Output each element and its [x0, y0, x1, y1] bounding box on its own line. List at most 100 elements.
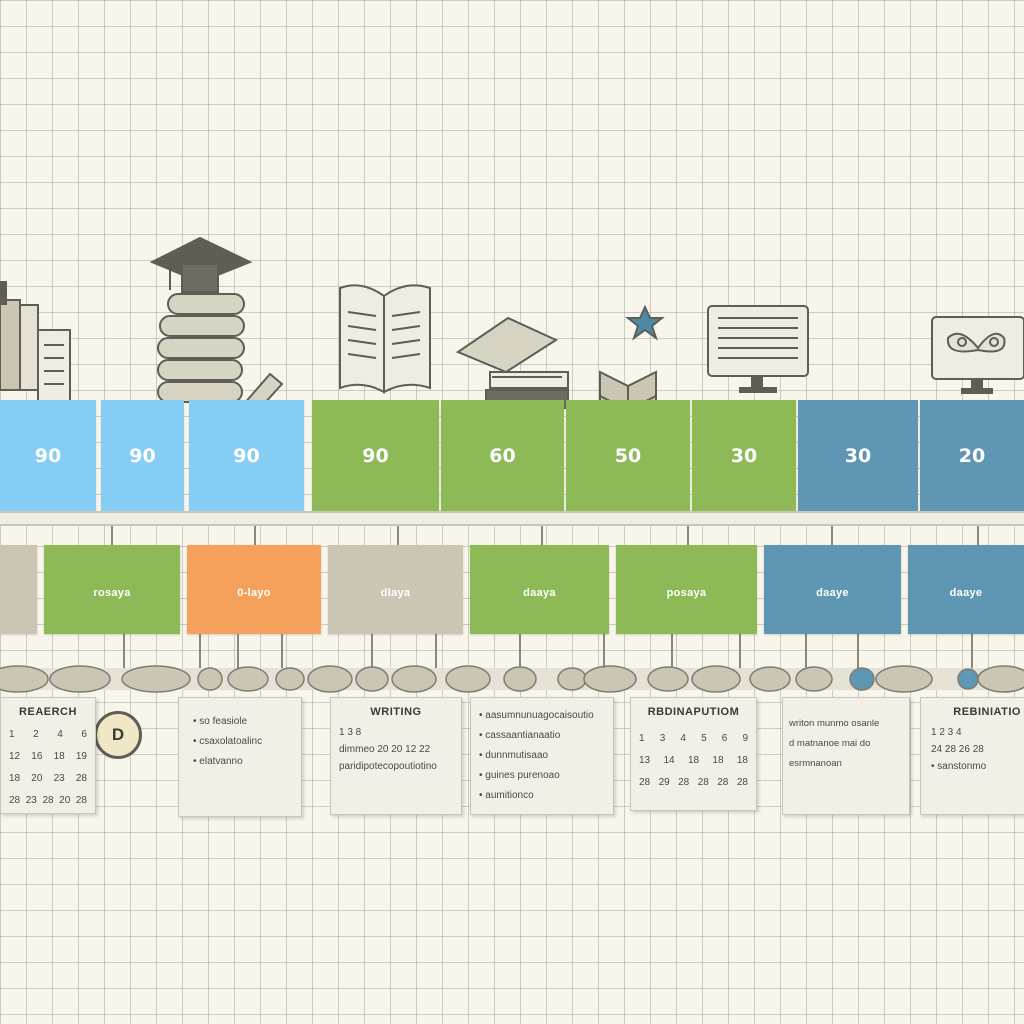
- calendar-cell: 28: [736, 777, 748, 788]
- calendar-cell: 16: [31, 751, 43, 762]
- panel-line: • aumitionco: [479, 790, 534, 801]
- calendar-cell: 28: [9, 795, 21, 806]
- d-badge-letter: D: [111, 725, 125, 744]
- panel-line: • guines purenoao: [479, 770, 560, 781]
- panel-line: • aasumnunuagocaisoutio: [479, 710, 594, 721]
- top-block-value: 90: [34, 445, 62, 467]
- phase-card-label: posaya: [666, 586, 707, 599]
- calendar-cell: 6: [81, 729, 87, 740]
- top-block-value: 90: [129, 445, 156, 467]
- calendar-cell: 29: [658, 777, 670, 788]
- top-block-value: 60: [489, 445, 516, 467]
- calendar-cell: 4: [57, 729, 63, 740]
- phase-card-7: daaye: [764, 545, 901, 634]
- top-block-1: 90: [0, 400, 96, 512]
- panel-line: • sanstonmo: [931, 761, 987, 772]
- calendar-cell: 2: [33, 729, 39, 740]
- calendar-cell: 13: [639, 755, 651, 766]
- closed-books-icon: [455, 316, 569, 409]
- calendar-cell: 3: [659, 733, 666, 744]
- top-block-value: 90: [233, 445, 260, 467]
- phase-card-label: daaye: [949, 586, 983, 599]
- calendar-cell: 6: [721, 733, 728, 744]
- calendar-cell: 12: [9, 751, 21, 762]
- panel-line: 1 2 3 4: [931, 727, 962, 738]
- phase-card-4: dlaya: [328, 545, 463, 634]
- panel-line: • so feasiole: [193, 716, 248, 727]
- panel-line: paridipotecopoutiotino: [339, 761, 437, 772]
- top-block-value: 30: [844, 445, 872, 467]
- panel-line: 1 3 8: [339, 727, 362, 738]
- disk-stack-icon: [157, 293, 245, 403]
- calendar-cell: 18: [736, 755, 748, 766]
- panel-line: dimmeo 20 20 12 22: [339, 744, 431, 755]
- calendar-cell: 28: [75, 773, 87, 784]
- top-block-9: 20: [920, 400, 1024, 512]
- panel-notes-2: • aasumnunuagocaisoutio • cassaantianaat…: [470, 697, 614, 815]
- calendar-cell: 28: [717, 777, 729, 788]
- top-block-2: 90: [101, 400, 184, 512]
- panel-title: RBDINAPUTIOM: [647, 706, 740, 718]
- phase-card-1: [0, 545, 37, 634]
- panel-line: • elatvanno: [193, 756, 243, 767]
- calendar-cell: 28: [75, 795, 87, 806]
- pebble-band: [0, 665, 1024, 693]
- panel-notes-1: • so feasiole • csaxolatoalinc • elatvan…: [178, 697, 302, 817]
- calendar-cell: 18: [712, 755, 724, 766]
- top-block-6: 50: [566, 400, 690, 512]
- calendar-cell: 1: [639, 733, 645, 744]
- panel-line: • csaxolatoalinc: [193, 736, 263, 747]
- calendar-cell: 9: [742, 733, 748, 744]
- star-icon: [625, 304, 665, 341]
- panel-line: d matnanoe mai do: [789, 738, 871, 749]
- calendar-cell: 4: [680, 733, 686, 744]
- phase-card-5: daaya: [470, 545, 609, 634]
- phase-card-3: 0-layo: [187, 545, 321, 634]
- phase-card-label: dlaya: [380, 586, 411, 599]
- panel-line: writon munmo osanle: [789, 718, 880, 729]
- phase-card-label: daaye: [816, 586, 849, 599]
- panel-line: • cassaantianaatio: [479, 730, 561, 741]
- graduation-cap-icon: [149, 236, 253, 293]
- calendar-cell: 18: [687, 755, 700, 766]
- phase-card-2: rosaya: [44, 545, 180, 634]
- calendar-cell: 20: [59, 795, 71, 806]
- calendar-cell: 28: [678, 777, 690, 788]
- top-block-value: 30: [730, 445, 758, 467]
- phase-card-label: daaya: [523, 586, 556, 599]
- panel-line: esrmnanoan: [789, 758, 842, 769]
- timeline-rail: [0, 511, 1024, 526]
- panel-line: • dunnmutisaao: [479, 750, 549, 761]
- panel-writing: WRITING 1 3 8 dimmeo 20 20 12 22 paridip…: [330, 697, 462, 815]
- calendar-cell: 14: [663, 755, 675, 766]
- panel-revision: REBINIATIO 1 2 3 4 24 28 26 28 • sanston…: [920, 697, 1024, 815]
- d-badge-icon: D: [94, 711, 142, 759]
- calendar-cell: 18: [9, 773, 21, 784]
- top-block-8: 30: [798, 400, 918, 512]
- calendar-cell: 1: [9, 729, 15, 740]
- calendar-cell: 18: [53, 751, 65, 762]
- phase-card-label: rosaya: [93, 586, 131, 599]
- top-block-4: 90: [312, 400, 439, 512]
- top-block-3: 90: [189, 400, 304, 512]
- monitor-butterfly-icon: [931, 316, 1024, 394]
- panel-line: 24 28 26 28: [931, 744, 984, 755]
- top-block-5: 60: [441, 400, 564, 512]
- calendar-cell: 28: [697, 777, 709, 788]
- phase-card-label: 0-layo: [237, 586, 271, 599]
- calendar-cell: 5: [701, 733, 707, 744]
- top-block-value: 20: [958, 445, 986, 467]
- calendar-cell: 23: [25, 795, 37, 806]
- calendar-cell: 20: [31, 773, 43, 784]
- calendar-cell: 28: [42, 795, 54, 806]
- phase-card-6: posaya: [616, 545, 757, 634]
- monitor-text-icon: [707, 305, 809, 393]
- open-book-icon: [339, 284, 431, 394]
- calendar-cell: 23: [53, 773, 65, 784]
- book-stack-icon: [0, 281, 71, 406]
- panel-notes-3: writon munmo osanle d matnanoe mai do es…: [782, 697, 910, 815]
- top-block-value: 90: [362, 445, 389, 467]
- phase-card-8: daaye: [908, 545, 1024, 634]
